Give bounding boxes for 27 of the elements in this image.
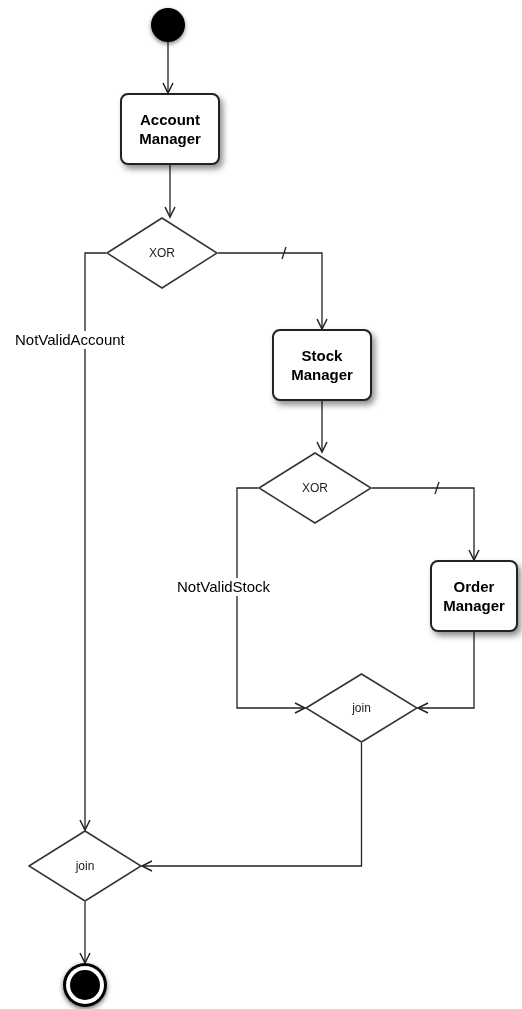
activity-box bbox=[120, 93, 220, 165]
arrow bbox=[162, 41, 174, 94]
end-node-circle bbox=[63, 963, 107, 1007]
arrow bbox=[164, 164, 176, 218]
edge-label: NotValidAccount bbox=[15, 331, 125, 349]
diamond-label: join bbox=[352, 700, 371, 717]
arrow bbox=[141, 742, 363, 872]
activity-box bbox=[430, 560, 518, 632]
decision-diamond bbox=[258, 452, 372, 524]
decision-diamond bbox=[305, 673, 418, 743]
arrow bbox=[79, 252, 107, 831]
activity-box bbox=[272, 329, 372, 401]
arrow bbox=[79, 901, 91, 964]
arrow bbox=[417, 631, 475, 714]
arrow bbox=[217, 252, 328, 330]
activity-label: Stock Manager bbox=[290, 346, 354, 384]
edge-label: NotValidStock bbox=[177, 578, 271, 596]
diamond-label: XOR bbox=[302, 480, 328, 497]
activity-label: Order Manager bbox=[442, 577, 506, 615]
decision-diamond bbox=[106, 217, 218, 289]
arrow bbox=[371, 487, 480, 561]
decision-diamond bbox=[28, 830, 142, 902]
diamond-label: XOR bbox=[149, 245, 175, 262]
diamond-label: join bbox=[75, 858, 95, 875]
activity-label: Account Manager bbox=[138, 110, 202, 148]
arrow bbox=[236, 487, 306, 714]
arrow bbox=[316, 400, 328, 453]
